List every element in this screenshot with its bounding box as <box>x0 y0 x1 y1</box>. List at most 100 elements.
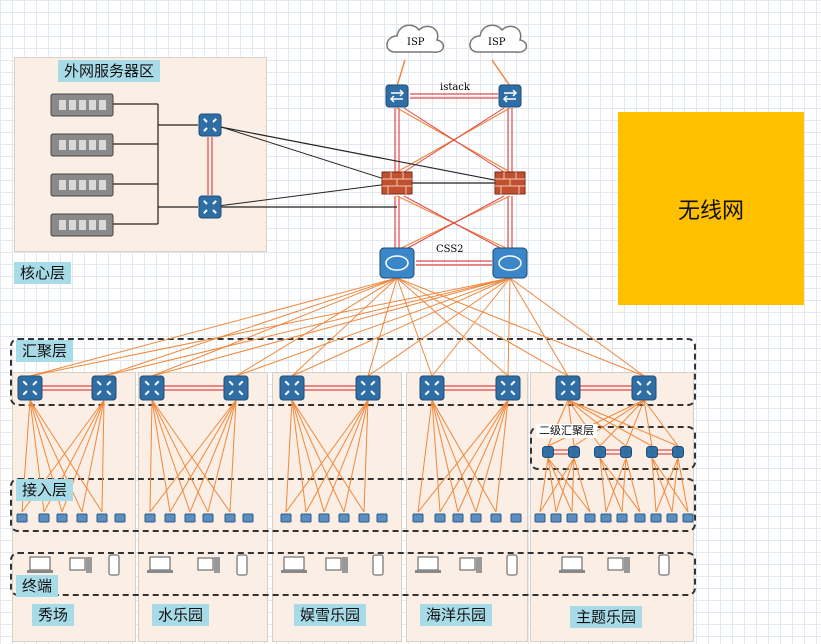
server-zone-switch-icon <box>198 195 222 219</box>
core-router-icon <box>385 84 409 108</box>
aggregation-access-link <box>189 399 237 513</box>
terminal-icon <box>559 556 585 573</box>
access-switch-icon <box>318 513 330 523</box>
aggregation-access-link <box>439 399 509 513</box>
aggregation-switch-icon <box>91 375 117 401</box>
core-aggregation-link <box>396 277 569 377</box>
core-switch-icon <box>492 247 528 279</box>
secondary-aggregation-link <box>567 399 627 447</box>
aggregation-access-link <box>149 399 153 513</box>
server-icon <box>50 173 114 197</box>
access-switch-icon <box>412 513 424 523</box>
core-firewall-icon <box>381 171 413 195</box>
zone-label-2: 水乐园 <box>152 604 210 626</box>
aggregation-access-link <box>475 399 509 513</box>
access-switch-icon <box>16 513 28 523</box>
secondary-aggregation-link <box>625 399 645 447</box>
secondary-aggregation-link <box>643 399 653 447</box>
secondary-aggregation-link <box>567 399 679 447</box>
wireless-label: 无线网 <box>677 198 744 224</box>
aggregation-switch-icon <box>555 375 581 401</box>
secondary-aggregation-switch-icon <box>646 446 658 458</box>
secondary-aggregation-link <box>567 399 601 447</box>
aggregation-access-link <box>151 399 209 513</box>
aggregation-access-link <box>101 399 105 513</box>
dmz-link <box>211 123 398 184</box>
aggregation-access-link <box>29 399 83 513</box>
terminal-icon <box>658 554 670 576</box>
access-switch-icon <box>616 513 628 523</box>
core-aggregation-link <box>367 277 511 377</box>
aggregation-access-link <box>343 399 369 513</box>
core-aggregation-link <box>235 277 511 377</box>
access-switch-icon <box>566 513 578 523</box>
access-switch-icon <box>76 513 88 523</box>
dmz-link <box>209 182 398 208</box>
terminal-icon <box>325 557 348 573</box>
server-icon <box>50 133 114 157</box>
aggregation-access-link <box>291 399 307 513</box>
secondary-access-link <box>599 457 607 513</box>
isp-label-2: ISP <box>488 37 506 48</box>
core-aggregation-link <box>29 277 511 377</box>
aggregation-layer-label: 汇聚层 <box>16 340 74 362</box>
aggregation-switch-icon <box>279 375 305 401</box>
isp-link <box>491 59 511 87</box>
aggregation-switch-icon <box>631 375 657 401</box>
dmz-link <box>209 124 511 184</box>
aggregation-access-link <box>495 399 509 513</box>
terminal-layer-label: 终端 <box>16 575 59 597</box>
aggregation-access-link <box>285 399 369 513</box>
aggregation-access-link <box>431 399 441 513</box>
secondary-access-link <box>539 457 549 513</box>
access-switch-icon <box>682 513 694 523</box>
aggregation-access-link <box>431 399 477 513</box>
secondary-access-link <box>547 457 591 513</box>
terminal-icon <box>281 556 307 573</box>
secondary-access-link <box>573 457 591 513</box>
aggregation-access-link <box>81 399 105 513</box>
core-aggregation-link <box>507 277 511 377</box>
aggregation-access-link <box>169 399 237 513</box>
aggregation-switch-icon <box>495 375 521 401</box>
aggregation-switch-icon <box>419 375 445 401</box>
core-aggregation-link <box>151 277 398 377</box>
access-switch-icon <box>224 513 236 523</box>
core-aggregation-link <box>509 277 569 377</box>
aggregation-access-link <box>151 399 191 513</box>
access-switch-icon <box>280 513 292 523</box>
secondary-aggregation-switch-icon <box>542 446 554 458</box>
secondary-access-link <box>547 457 573 513</box>
terminal-layer-box <box>10 552 696 596</box>
isp-cloud-icon <box>469 24 528 53</box>
access-switch-icon <box>434 513 446 523</box>
secondary-aggregation-label: 二级汇聚层 <box>536 424 597 438</box>
access-switch-icon <box>666 513 678 523</box>
secondary-aggregation-link <box>547 399 569 447</box>
core-aggregation-link <box>396 277 509 377</box>
secondary-access-link <box>671 457 679 513</box>
terminal-icon <box>506 554 518 576</box>
secondary-aggregation-switch-icon <box>620 446 632 458</box>
aggregation-access-link <box>151 399 231 513</box>
access-switch-icon <box>300 513 312 523</box>
core-aggregation-link <box>291 277 398 377</box>
aggregation-access-link <box>323 399 369 513</box>
zone-label-3: 娱雪乐园 <box>294 604 367 626</box>
aggregation-access-link <box>305 399 369 513</box>
server-icon <box>50 213 114 237</box>
zone-column-2 <box>138 372 268 642</box>
terminal-icon <box>372 554 384 576</box>
core-aggregation-link <box>367 277 398 377</box>
access-switch-icon <box>534 513 546 523</box>
secondary-access-link <box>621 457 627 513</box>
zone-column-1 <box>12 372 136 642</box>
aggregation-layer-box <box>10 338 696 406</box>
core-aggregation-link <box>431 277 511 377</box>
aggregation-access-link <box>457 399 509 513</box>
access-switch-icon <box>600 513 612 523</box>
secondary-access-link <box>605 457 627 513</box>
access-switch-icon <box>184 513 196 523</box>
secondary-aggregation-switch-icon <box>568 446 580 458</box>
